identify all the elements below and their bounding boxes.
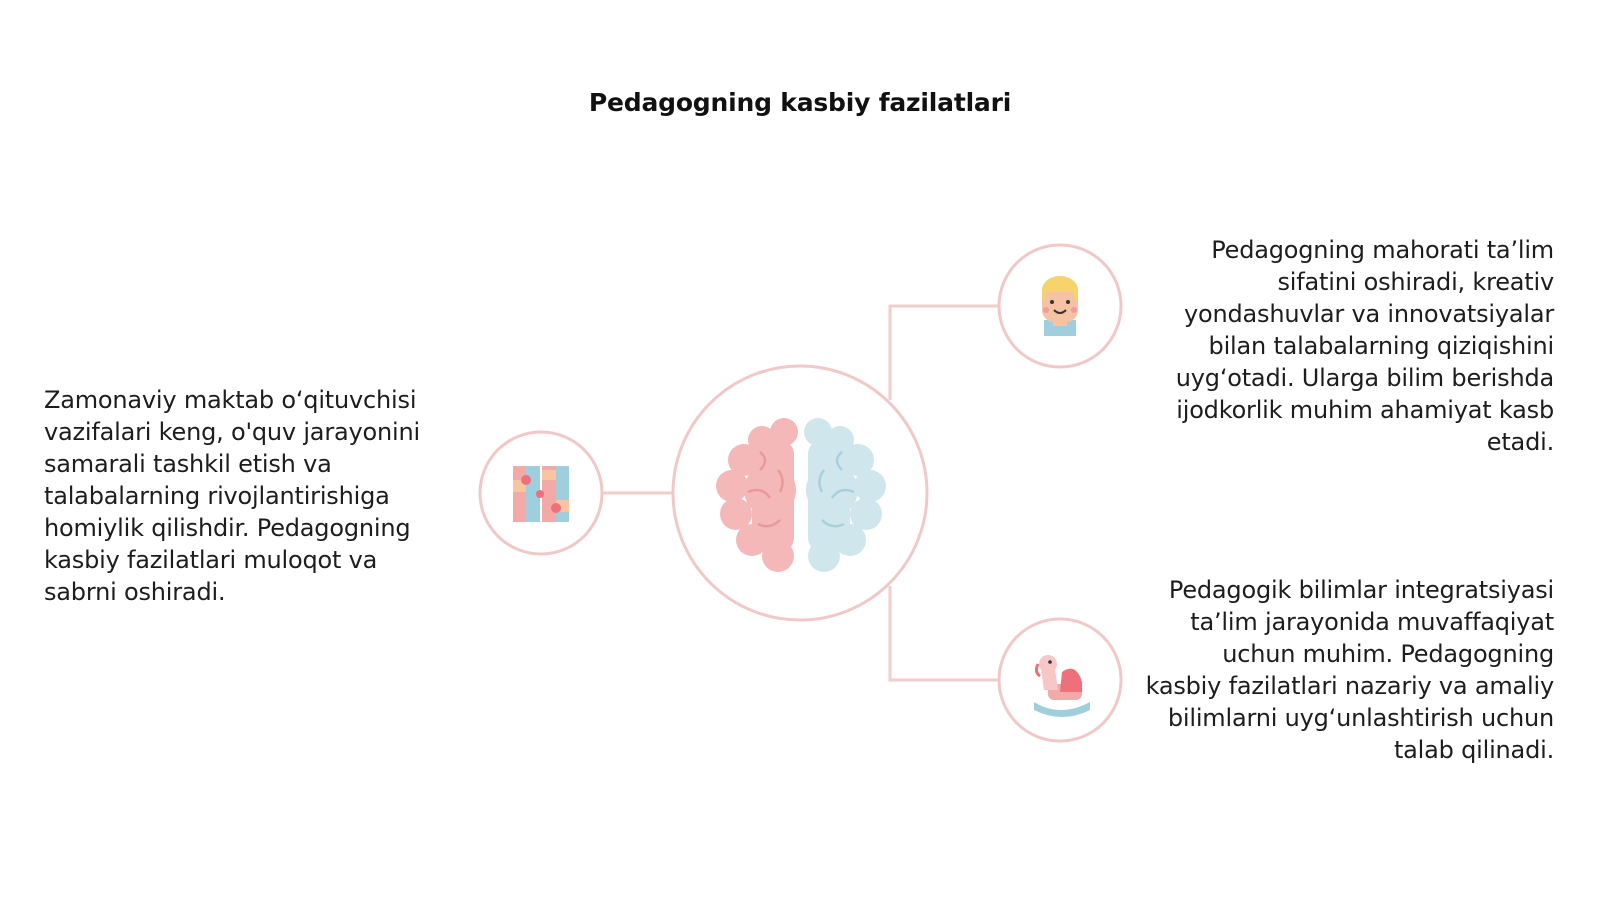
puzzle-blocks-icon — [513, 466, 569, 522]
bottom-right-node-circle — [997, 617, 1123, 743]
child-face-icon — [1042, 276, 1078, 336]
brain-icon — [716, 418, 886, 572]
bottom-right-node — [997, 617, 1123, 743]
connectors — [600, 304, 1000, 682]
top-right-node — [997, 243, 1123, 369]
page-title: Pedagogning kasbiy fazilatlari — [588, 88, 1012, 117]
left-node — [478, 430, 604, 556]
connector-bottom-right — [888, 586, 1000, 682]
rocking-horse-icon — [1034, 655, 1090, 717]
left-node-text: Zamonaviy maktab o‘qituvchisi vazifalari… — [44, 386, 420, 606]
top-right-node-text: Pedagogning mahorati ta’lim sifatini osh… — [1175, 236, 1554, 456]
center-node — [671, 364, 929, 622]
bottom-right-node-text: Pedagogik bilimlar integratsiyasi ta’lim… — [1145, 576, 1555, 764]
connector-top-right — [888, 304, 1000, 400]
